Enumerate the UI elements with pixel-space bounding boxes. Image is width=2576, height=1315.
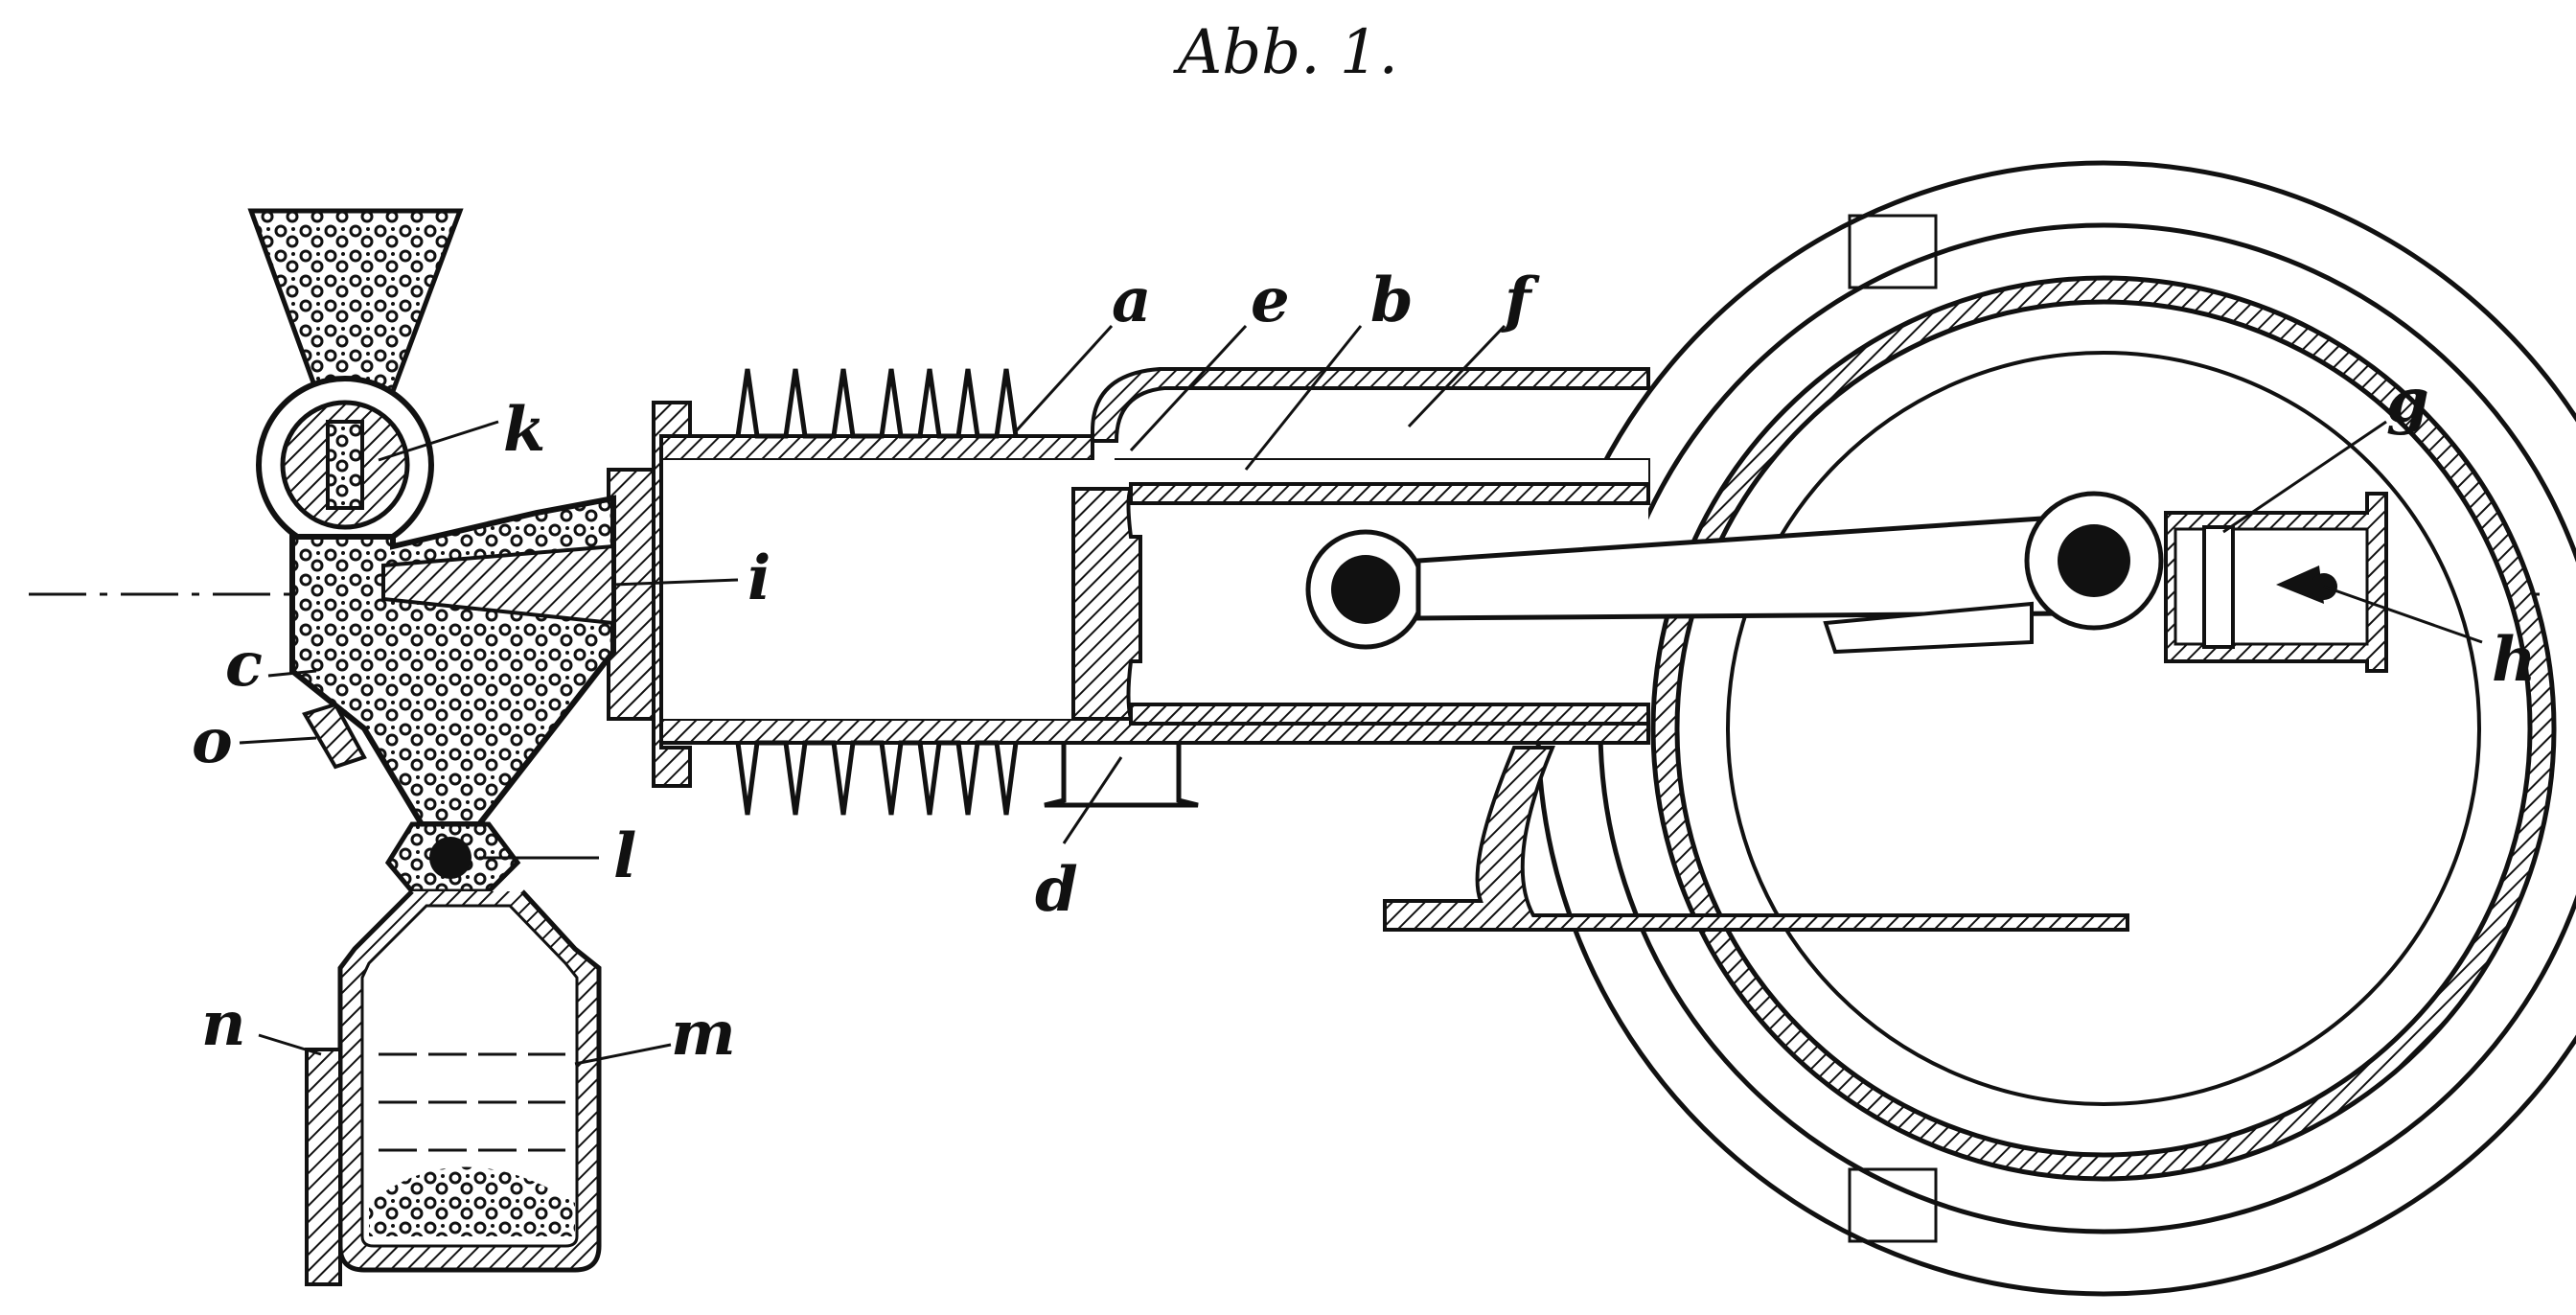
label-g: g (2386, 365, 2429, 437)
labels: a e b f g h k i c o l d n m (192, 265, 2537, 1070)
label-k: k (503, 394, 545, 466)
figure-title: Abb. 1. (1178, 17, 1398, 88)
label-l: l (613, 820, 636, 892)
hopper-body (289, 495, 616, 827)
rotary-valve (256, 376, 434, 554)
side-nozzle (302, 702, 367, 770)
lower-port (1044, 743, 1199, 808)
label-m: m (671, 998, 736, 1070)
collector-vessel (337, 889, 602, 1273)
label-a: a (1112, 265, 1151, 336)
leader-lines (239, 324, 2483, 1066)
piston (1071, 482, 1650, 726)
label-c: c (225, 629, 263, 701)
label-e: e (1251, 265, 1290, 336)
outlet-pipe (2164, 492, 2388, 673)
housing-base (1383, 746, 2129, 932)
label-b: b (1370, 265, 1414, 336)
side-bracket (305, 1048, 342, 1286)
connecting-rod (1305, 491, 2164, 655)
label-f: f (1501, 265, 1540, 336)
throat (384, 821, 521, 894)
label-h: h (2492, 624, 2537, 696)
label-n: n (201, 988, 246, 1060)
cooling-fins-top (735, 368, 1019, 439)
cooling-fins-bottom (735, 740, 1019, 816)
label-d: d (1035, 854, 1078, 926)
label-o: o (192, 705, 233, 777)
label-i: i (748, 542, 770, 614)
